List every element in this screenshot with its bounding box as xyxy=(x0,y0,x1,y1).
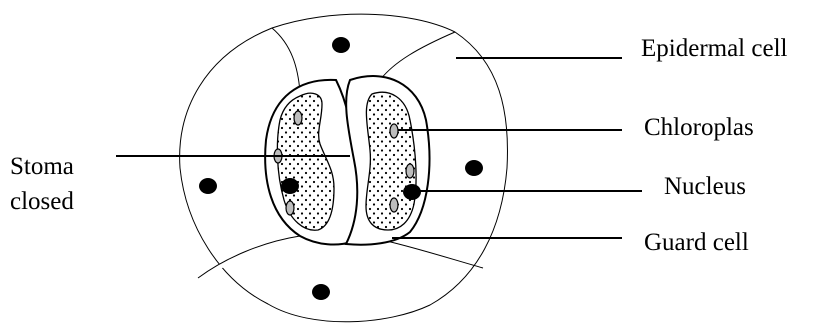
nucleus-bottom xyxy=(312,284,330,300)
nucleus-guard-left xyxy=(281,178,299,194)
label-nucleus: Nucleus xyxy=(664,173,746,200)
label-guard-cell: Guard cell xyxy=(644,229,749,256)
chloroplast-6 xyxy=(390,198,398,212)
chloroplast-5 xyxy=(406,164,414,178)
label-closed: closed xyxy=(10,188,74,215)
chloroplast-3 xyxy=(286,201,294,215)
label-epidermal-cell: Epidermal cell xyxy=(641,35,788,62)
chloroplast-4 xyxy=(390,124,398,138)
nucleus-right xyxy=(465,160,483,176)
nucleus-top xyxy=(332,37,350,53)
chloroplast-1 xyxy=(294,111,302,125)
label-chloroplast: Chloroplas xyxy=(644,114,754,141)
nucleus-left xyxy=(199,178,217,194)
label-stoma: Stoma xyxy=(10,153,74,180)
